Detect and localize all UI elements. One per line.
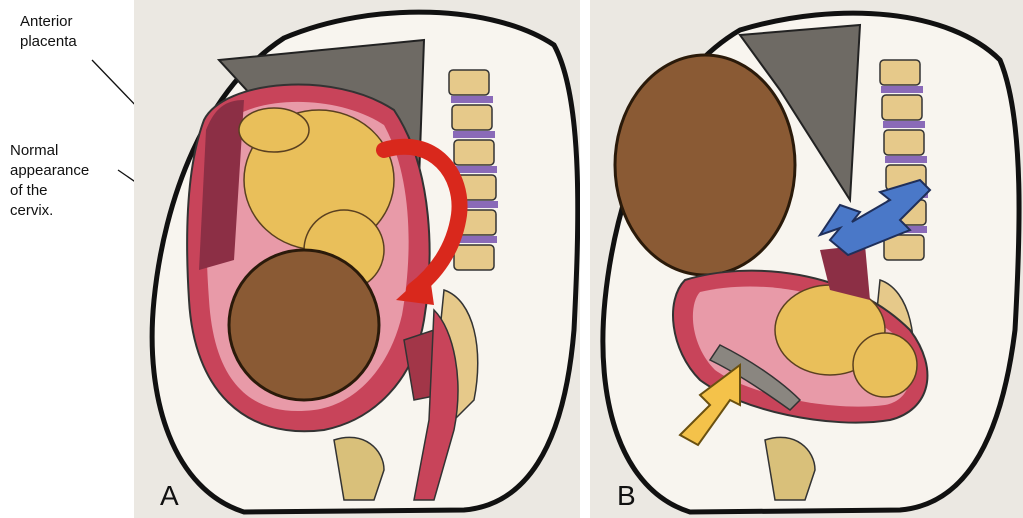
panel-b-illustration xyxy=(590,0,1023,518)
panel-b-letter: B xyxy=(617,480,636,512)
panel-a-illustration xyxy=(134,0,580,518)
panel-a xyxy=(134,0,580,518)
brown-mass xyxy=(615,55,795,275)
brown-mass xyxy=(229,250,379,400)
panel-a-letter: A xyxy=(160,480,179,512)
panel-b xyxy=(590,0,1023,518)
